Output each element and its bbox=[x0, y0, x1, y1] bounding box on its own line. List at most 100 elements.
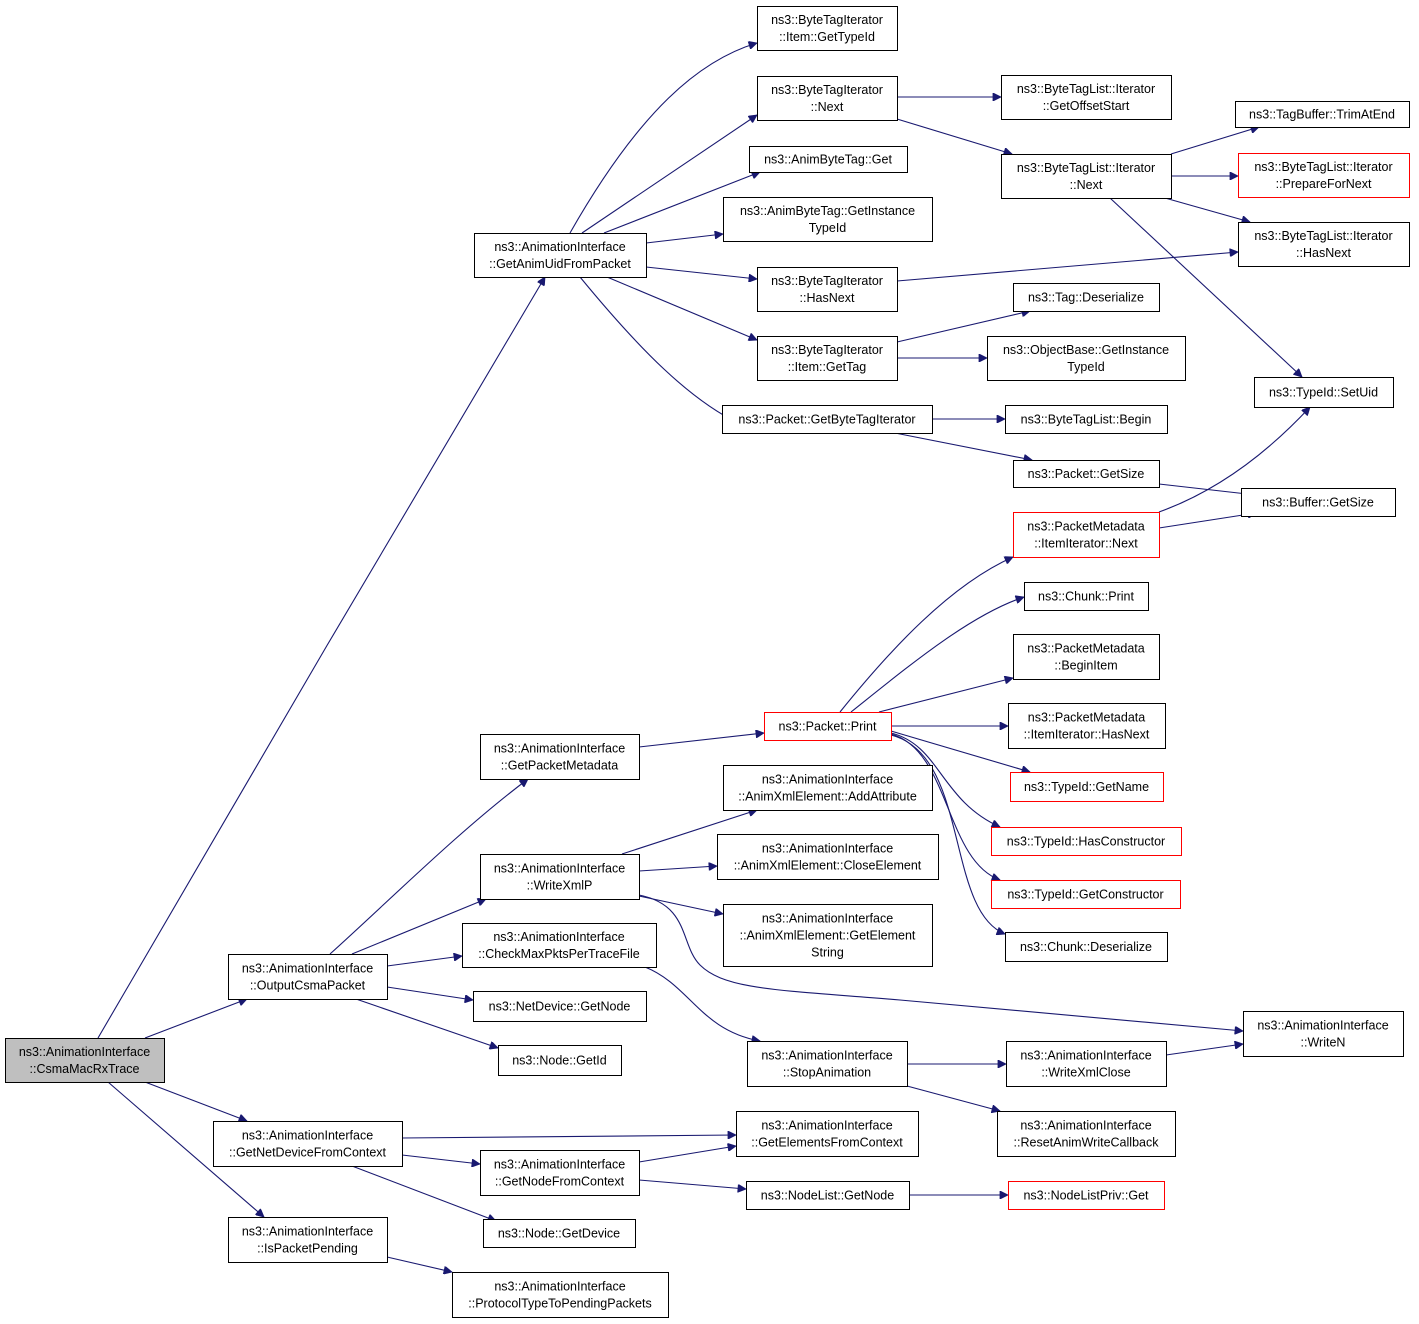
node-chunk-print[interactable]: ns3::Chunk::Print bbox=[1024, 582, 1149, 611]
node-bti-item-gettypeid[interactable]: ns3::ByteTagIterator::Item::GetTypeId bbox=[757, 6, 898, 51]
node-label-line: ::WriteN bbox=[1301, 1036, 1346, 1050]
node-node-getdevice[interactable]: ns3::Node::GetDevice bbox=[483, 1219, 636, 1248]
node-typeid-getname[interactable]: ns3::TypeId::GetName bbox=[1010, 772, 1164, 802]
node-writexmlclose[interactable]: ns3::AnimationInterface::WriteXmlClose bbox=[1006, 1041, 1167, 1087]
node-getanimuidfrompacket[interactable]: ns3::AnimationInterface::GetAnimUidFromP… bbox=[474, 233, 647, 278]
node-csmamacrxtrace[interactable]: ns3::AnimationInterface::CsmaMacRxTrace bbox=[5, 1038, 165, 1083]
node-packet-print[interactable]: ns3::Packet::Print bbox=[764, 712, 892, 741]
node-btl-it-preparefornext[interactable]: ns3::ByteTagList::Iterator::PrepareForNe… bbox=[1238, 153, 1410, 198]
node-nodelistpriv-get[interactable]: ns3::NodeListPriv::Get bbox=[1008, 1181, 1165, 1210]
node-box bbox=[757, 267, 898, 312]
node-chunk-deserialize[interactable]: ns3::Chunk::Deserialize bbox=[1005, 932, 1168, 962]
node-node-getid[interactable]: ns3::Node::GetId bbox=[498, 1045, 622, 1076]
node-label-line: ns3::Chunk::Deserialize bbox=[1020, 940, 1152, 954]
node-label-line: ns3::ByteTagIterator bbox=[771, 83, 883, 97]
edge-getnodefromcontext-to-getelementsfromcontext bbox=[638, 1146, 736, 1163]
node-pm-itemiterator-hasnext[interactable]: ns3::PacketMetadata::ItemIterator::HasNe… bbox=[1008, 703, 1166, 749]
node-box bbox=[462, 923, 657, 968]
node-btl-it-getoffsetstart[interactable]: ns3::ByteTagList::Iterator::GetOffsetSta… bbox=[1001, 75, 1172, 120]
node-box bbox=[987, 336, 1186, 381]
node-box bbox=[480, 734, 640, 780]
node-label-line: ns3::TagBuffer::TrimAtEnd bbox=[1249, 108, 1395, 122]
node-bti-item-gettag[interactable]: ns3::ByteTagIterator::Item::GetTag bbox=[757, 336, 898, 381]
node-label-line: ::GetNetDeviceFromContext bbox=[229, 1146, 387, 1160]
edge-csmamacrxtrace-to-getnetdevicefromcontext bbox=[144, 1081, 247, 1121]
node-box bbox=[746, 1181, 910, 1210]
node-label-line: ::WriteXmlClose bbox=[1041, 1066, 1130, 1080]
node-box bbox=[480, 854, 640, 900]
edge-stopanimation-to-resetanimwritecallback bbox=[906, 1085, 1000, 1111]
node-pm-itemiterator-next[interactable]: ns3::PacketMetadata::ItemIterator::Next bbox=[1013, 512, 1160, 558]
node-nodelist-getnode[interactable]: ns3::NodeList::GetNode bbox=[746, 1181, 910, 1210]
node-label-line: ns3::Node::GetId bbox=[512, 1054, 607, 1068]
node-outputcsmapacket[interactable]: ns3::AnimationInterface::OutputCsmaPacke… bbox=[228, 954, 388, 1000]
edge-getanimuidfrompacket-to-bti-item-gettag bbox=[606, 276, 757, 340]
edge-getanimuidfrompacket-to-bti-next bbox=[581, 115, 757, 234]
node-label-line: ::CheckMaxPktsPerTraceFile bbox=[478, 947, 639, 961]
node-label-line: ns3::AnimByteTag::GetInstance bbox=[740, 204, 915, 218]
node-buffer-getsize[interactable]: ns3::Buffer::GetSize bbox=[1241, 488, 1396, 517]
node-typeid-setuid[interactable]: ns3::TypeId::SetUid bbox=[1254, 377, 1394, 408]
node-label-line: ::GetNodeFromContext bbox=[495, 1175, 625, 1189]
node-label-line: ::ItemIterator::Next bbox=[1034, 537, 1138, 551]
node-bti-hasnext[interactable]: ns3::ByteTagIterator::HasNext bbox=[757, 267, 898, 312]
node-animxml-closeelement[interactable]: ns3::AnimationInterface::AnimXmlElement:… bbox=[717, 834, 939, 880]
node-tag-deserialize[interactable]: ns3::Tag::Deserialize bbox=[1013, 283, 1160, 312]
node-btl-begin[interactable]: ns3::ByteTagList::Begin bbox=[1005, 405, 1168, 434]
node-netdevice-getnode[interactable]: ns3::NetDevice::GetNode bbox=[473, 991, 647, 1022]
node-getpacketmetadata[interactable]: ns3::AnimationInterface::GetPacketMetada… bbox=[480, 734, 640, 780]
node-box bbox=[1005, 405, 1168, 434]
node-box bbox=[722, 405, 933, 434]
node-resetanimwritecallback[interactable]: ns3::AnimationInterface::ResetAnimWriteC… bbox=[997, 1111, 1176, 1157]
node-pm-beginitem[interactable]: ns3::PacketMetadata::BeginItem bbox=[1013, 634, 1160, 680]
node-box bbox=[473, 991, 647, 1022]
node-box bbox=[1243, 1011, 1404, 1057]
node-getnetdevicefromcontext[interactable]: ns3::AnimationInterface::GetNetDeviceFro… bbox=[213, 1121, 403, 1167]
node-typeid-getconstructor[interactable]: ns3::TypeId::GetConstructor bbox=[991, 880, 1181, 909]
node-getelementsfromcontext[interactable]: ns3::AnimationInterface::GetElementsFrom… bbox=[736, 1111, 919, 1157]
edge-getanimuidfrompacket-to-packet-getbytetagiterator bbox=[579, 276, 740, 424]
node-label-line: ns3::PacketMetadata bbox=[1027, 520, 1144, 534]
node-label-line: ns3::AnimationInterface bbox=[494, 240, 625, 254]
node-label-line: ns3::NetDevice::GetNode bbox=[489, 1000, 631, 1014]
node-box bbox=[1013, 283, 1160, 312]
node-bti-next[interactable]: ns3::ByteTagIterator::Next bbox=[757, 76, 898, 121]
node-writexmlp[interactable]: ns3::AnimationInterface::WriteXmlP bbox=[480, 854, 640, 900]
node-packet-getbytetagiterator[interactable]: ns3::Packet::GetByteTagIterator bbox=[722, 405, 933, 434]
edge-bti-item-gettag-to-tag-deserialize bbox=[896, 311, 1030, 343]
node-label-line: ns3::AnimationInterface bbox=[762, 842, 893, 856]
node-label-line: ns3::AnimationInterface bbox=[1257, 1019, 1388, 1033]
node-animxml-getelementstring[interactable]: ns3::AnimationInterface::AnimXmlElement:… bbox=[723, 904, 933, 967]
edge-btl-it-next-to-btl-it-hasnext bbox=[1164, 197, 1250, 222]
node-box bbox=[723, 765, 933, 811]
node-tagbuffer-trimatend[interactable]: ns3::TagBuffer::TrimAtEnd bbox=[1235, 101, 1410, 128]
edge-getanimuidfrompacket-to-animbytetag-getinstancetypeid bbox=[645, 234, 723, 244]
node-box bbox=[991, 827, 1182, 856]
node-stopanimation[interactable]: ns3::AnimationInterface::StopAnimation bbox=[747, 1041, 908, 1087]
node-packet-getsize[interactable]: ns3::Packet::GetSize bbox=[1013, 460, 1160, 488]
node-protocoltypetopendingpackets[interactable]: ns3::AnimationInterface::ProtocolTypeToP… bbox=[452, 1272, 669, 1318]
node-btl-it-next[interactable]: ns3::ByteTagList::Iterator::Next bbox=[1001, 154, 1172, 199]
node-box bbox=[1013, 634, 1160, 680]
edge-checkmaxpktspertracefile-to-stopanimation bbox=[644, 966, 760, 1041]
node-box bbox=[483, 1219, 636, 1248]
node-animxml-addattribute[interactable]: ns3::AnimationInterface::AnimXmlElement:… bbox=[723, 765, 933, 811]
node-btl-it-hasnext[interactable]: ns3::ByteTagList::Iterator::HasNext bbox=[1238, 222, 1410, 267]
node-box bbox=[228, 954, 388, 1000]
node-typeid-hasconstructor[interactable]: ns3::TypeId::HasConstructor bbox=[991, 827, 1182, 856]
edge-btl-it-next-to-tagbuffer-trimatend bbox=[1170, 127, 1259, 155]
node-animbytetag-get[interactable]: ns3::AnimByteTag::Get bbox=[749, 146, 908, 173]
node-writen[interactable]: ns3::AnimationInterface::WriteN bbox=[1243, 1011, 1404, 1057]
node-label-line: ::StopAnimation bbox=[783, 1066, 871, 1080]
node-label-line: ns3::AnimationInterface bbox=[762, 773, 893, 787]
node-box bbox=[1235, 101, 1410, 128]
node-getnodefromcontext[interactable]: ns3::AnimationInterface::GetNodeFromCont… bbox=[480, 1150, 640, 1196]
node-ispacketpending[interactable]: ns3::AnimationInterface::IsPacketPending bbox=[228, 1217, 388, 1263]
node-label-line: ::CsmaMacRxTrace bbox=[30, 1062, 140, 1076]
node-box bbox=[1008, 703, 1166, 749]
node-checkmaxpktspertracefile[interactable]: ns3::AnimationInterface::CheckMaxPktsPer… bbox=[462, 923, 657, 968]
node-label-line: ns3::AnimationInterface bbox=[19, 1045, 150, 1059]
edge-getanimuidfrompacket-to-bti-hasnext bbox=[645, 266, 757, 279]
